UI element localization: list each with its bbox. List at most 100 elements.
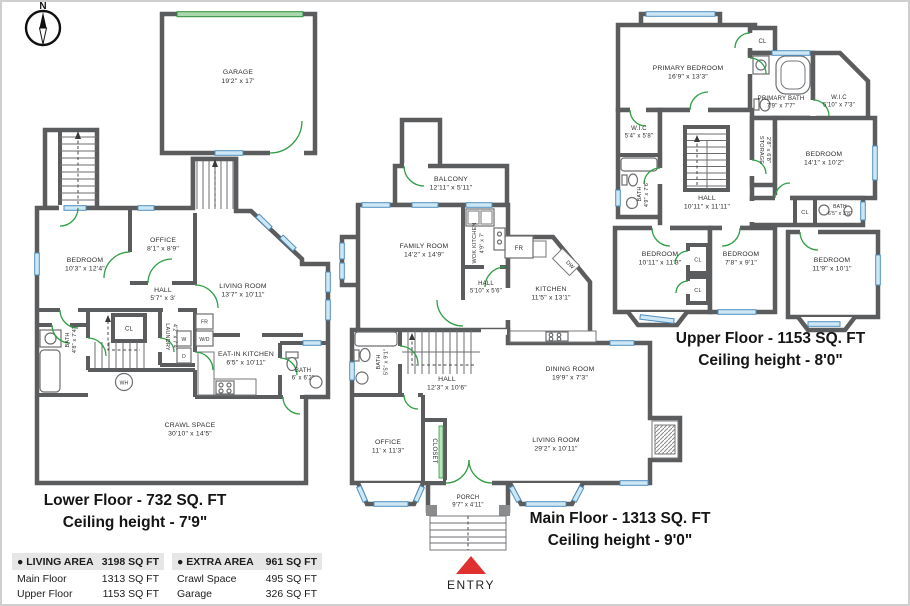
- upper-bed1-label: BEDROOM: [806, 151, 843, 158]
- upper-floor-caption: Upper Floor - 1153 SQ. FT Ceiling height…: [653, 328, 888, 371]
- main-hall1-label: HALL: [478, 281, 494, 287]
- upper-hall-dims: 10'11" x 11'11": [684, 204, 731, 211]
- porch-post: [426, 505, 437, 516]
- lower-bath2-dims: 6' x 6'2": [292, 376, 315, 382]
- entry-label: ENTRY: [447, 578, 495, 592]
- lower-office-dims: 8'1" x 8'9": [147, 246, 179, 253]
- compass-needle-north: [39, 12, 47, 28]
- lower-floor-caption-line2: Ceiling height - 7'9": [62, 513, 208, 531]
- kitchen-label: KITCHEN: [535, 286, 566, 293]
- lower-living-label: LIVING ROOM: [219, 283, 267, 290]
- upper-bath1-dims: 4'9" x 7'6": [644, 181, 650, 207]
- upper-floor-plan: PRIMARY BEDROOM 16'9" x 13'3" CL PRIMARY…: [612, 11, 881, 333]
- main-hall2-label: HALL: [438, 376, 456, 383]
- primary-bath-dims: 7'9" x 7'7": [767, 104, 795, 110]
- main-lower-block: [349, 327, 683, 486]
- extra-area-header: ● EXTRA AREA 961 SQ FT: [172, 553, 322, 570]
- kitchen-dims: 11'5" x 13'1": [531, 295, 571, 302]
- lower-bedroom-label: BEDROOM: [67, 257, 104, 264]
- main-porch: [425, 483, 511, 551]
- washer-dryer-label: W/D: [199, 337, 210, 343]
- table-row: Upper Floor 1153 SQ FT: [12, 585, 164, 600]
- upper-wic1-label: W.I.C: [831, 95, 847, 101]
- extra-area-table: ● EXTRA AREA 961 SQ FT Crawl Space 495 S…: [172, 553, 322, 600]
- garage-door: [176, 11, 304, 18]
- water-heater-label: WH: [120, 381, 129, 387]
- row-label: Upper Floor: [17, 588, 73, 600]
- bullet-icon: ●: [177, 555, 184, 568]
- main-kitchen-fixtures: [504, 235, 597, 343]
- lower-laundry-label: LAUNDRY: [164, 323, 170, 351]
- upper-bath1-label: BATH: [637, 186, 643, 201]
- row-label: Crawl Space: [177, 573, 237, 585]
- upper-bed4-dims: 11'9" x 10'1": [812, 266, 852, 273]
- lower-eatin-dims: 6'5" x 10'11": [226, 360, 266, 367]
- main-office-dims: 11' x 11'3": [372, 448, 405, 455]
- porch-label: PORCH: [457, 495, 480, 501]
- lower-bath1-dims: 4'8" x 7'4": [72, 327, 78, 353]
- closet-door-band: [438, 425, 444, 479]
- lower-floor-plan: BEDROOM 10'3" x 12'4" OFFICE 8'1" x 8'9"…: [34, 127, 331, 486]
- bullet-icon: ●: [17, 555, 24, 568]
- main-living-dims: 29'2" x 10'11": [534, 446, 578, 453]
- primary-bath-label: PRIMARY BATH: [758, 96, 805, 102]
- row-value: 1153 SQ FT: [102, 588, 159, 600]
- main-balcony: [392, 163, 510, 208]
- table-row: Garage 326 SQ FT: [172, 585, 322, 600]
- fridge-label: FR: [201, 320, 208, 326]
- extra-area-title: EXTRA AREA: [186, 555, 254, 568]
- upper-windows: [615, 11, 881, 327]
- main-bath-dims: 5'5" x 9'1": [384, 349, 390, 375]
- compass: N: [24, 1, 62, 47]
- water-heater: [114, 372, 134, 392]
- upper-doors: [629, 32, 830, 294]
- lower-hall-label: HALL: [154, 287, 172, 294]
- main-hall2-dims: 12'3" x 10'6": [427, 385, 467, 392]
- upper-bed1-dims: 14'1" x 10'2": [804, 160, 844, 167]
- table-row: Main Floor 1313 SQ FT: [12, 570, 164, 585]
- lower-doors: [51, 207, 301, 415]
- upper-bed4-label: BEDROOM: [814, 257, 851, 264]
- living-area-header: ● LIVING AREA 3198 SQ FT: [12, 553, 164, 570]
- dining-room-dims: 19'9" x 7'3": [552, 375, 588, 382]
- balcony-dims: 12'11" x 5'11": [430, 185, 473, 192]
- upper-bath2-label: BATH: [833, 204, 847, 210]
- table-row: Crawl Space 495 SQ FT: [172, 570, 322, 585]
- compass-north-label: N: [39, 1, 46, 12]
- upper-hall-label: HALL: [698, 195, 716, 202]
- washer-label: W: [182, 337, 187, 343]
- lower-eatin-label: EAT-IN KITCHEN: [218, 351, 274, 358]
- upper-storage-label: STORAGE: [758, 136, 764, 164]
- main-floor-caption-line1: Main Floor - 1313 SQ. FT: [529, 510, 711, 527]
- lower-living-dims: 13'7" x 10'11": [221, 292, 265, 299]
- lower-hall-dims: 5'7" x 3': [150, 295, 175, 302]
- lower-office-label: OFFICE: [150, 237, 176, 244]
- lower-bath1-fixtures: [39, 329, 62, 393]
- primary-bedroom-dims: 16'9" x 13'3": [668, 74, 708, 81]
- main-top-stairs: [399, 117, 443, 170]
- primary-bath-fixtures: [752, 55, 811, 112]
- upper-wic1-room: [810, 50, 871, 128]
- garage-side-door-arc: [269, 120, 303, 154]
- main-floor-plan: BALCONY 12'11" x 5'11" FAMILY ROOM 14'2"…: [339, 117, 683, 551]
- porch-post: [499, 505, 510, 516]
- living-area-total: 3198 SQ FT: [101, 555, 159, 568]
- upper-floor-caption-line2: Ceiling height - 8'0": [698, 351, 843, 369]
- main-living-bay: [508, 481, 585, 507]
- wok-kitchen-dims: 4'9" x 7': [480, 233, 486, 254]
- main-closet-label: CLOSET: [431, 438, 437, 463]
- main-office-bay: [355, 482, 426, 507]
- dryer-label: D: [182, 354, 186, 360]
- upper-bed3-label: BEDROOM: [723, 251, 760, 258]
- main-wok-fixtures: [465, 208, 506, 251]
- upper-bed2-dims: 10'11" x 11'3": [639, 260, 682, 267]
- lower-bath1-label: BATH: [65, 332, 71, 347]
- upper-interior-walls: [618, 153, 817, 225]
- lower-appliances: [114, 313, 214, 392]
- row-label: Garage: [177, 588, 213, 600]
- main-hall1-dims: 5'10" x 5'6": [470, 289, 502, 295]
- upper-wic2-dims: 5'4" x 5'8": [625, 134, 653, 140]
- garage-window: [214, 150, 244, 156]
- upper-cl2-label: CL: [801, 210, 808, 216]
